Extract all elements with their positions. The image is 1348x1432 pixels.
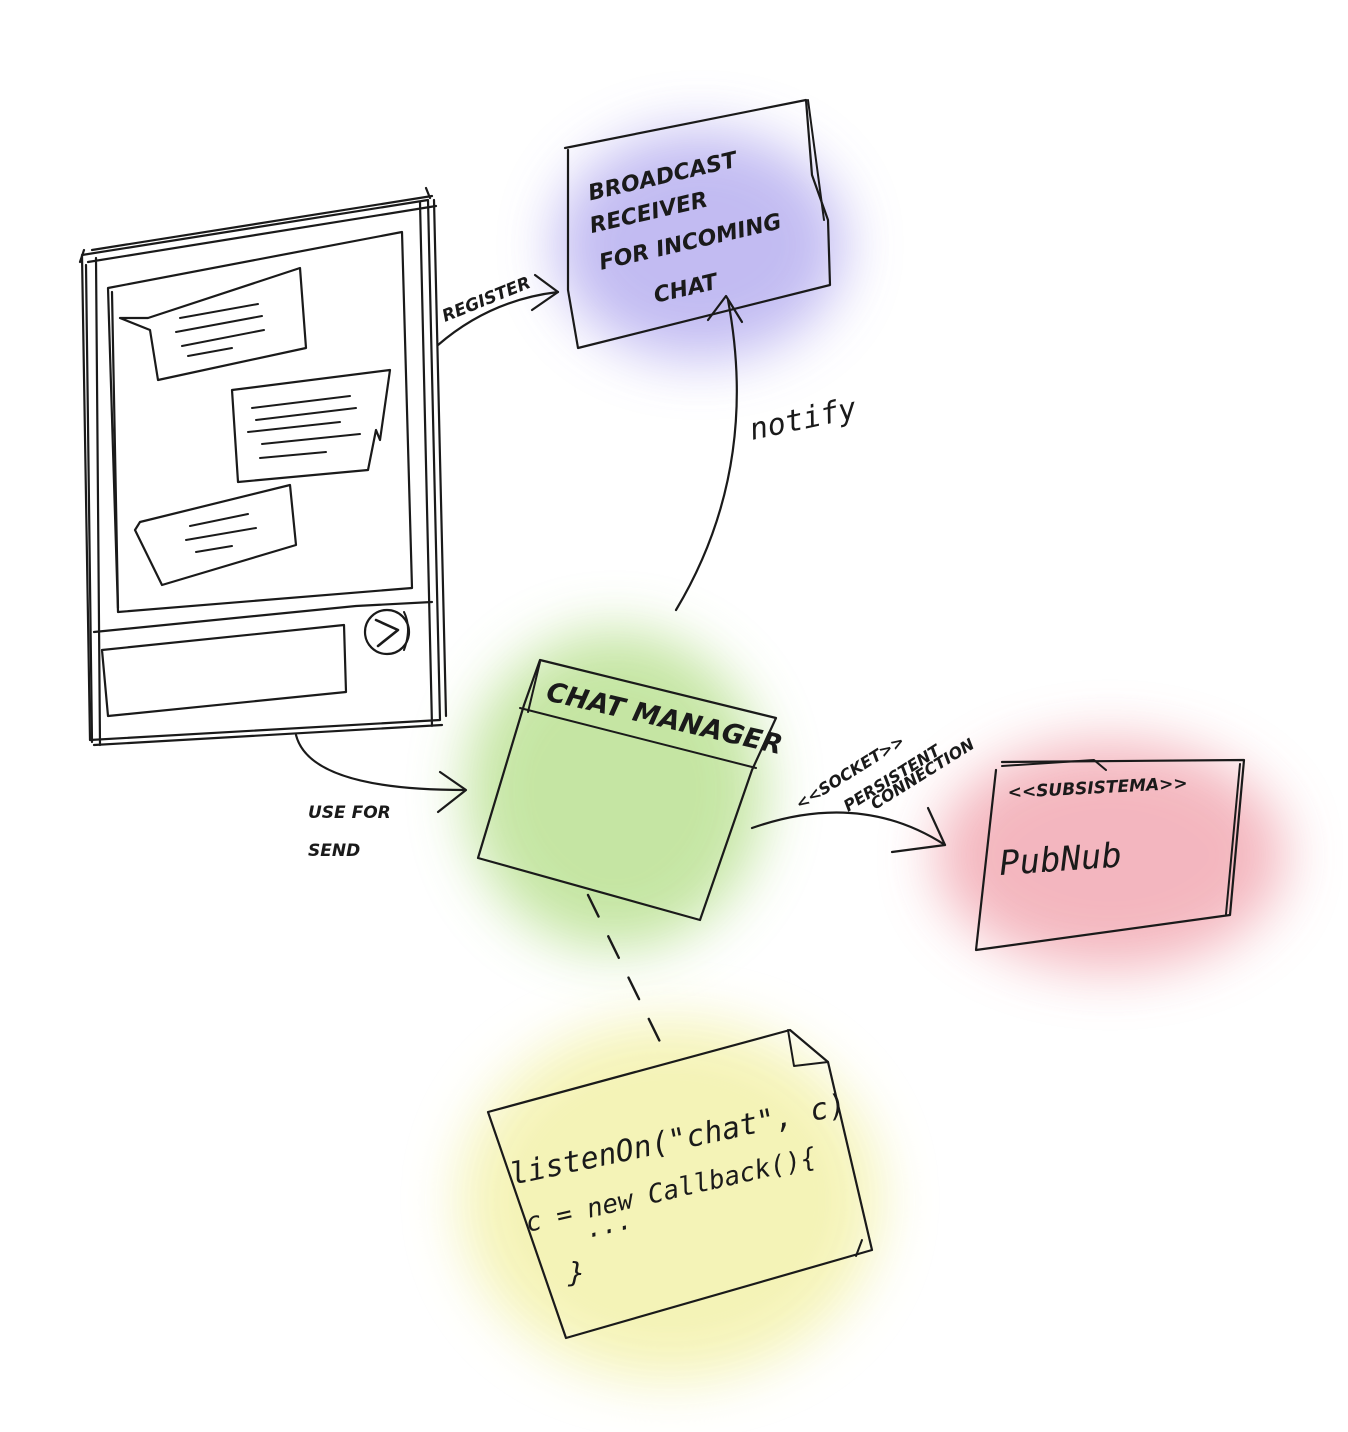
- note-wash: [460, 1020, 880, 1380]
- message-bubble: [133, 483, 298, 587]
- pubnub-wash: [935, 740, 1285, 970]
- message-bubble: [230, 368, 392, 484]
- use-for-send-line-1: USE FOR: [308, 803, 391, 823]
- pubnub-name: PubNub: [998, 836, 1123, 884]
- message-bubble: [118, 266, 308, 382]
- register-arrow: REGISTER: [436, 273, 560, 347]
- color-washes: [460, 130, 1285, 1380]
- phone-mockup: [78, 186, 448, 747]
- pubnub-box: <<SUBSISTEMA>> PubNub: [974, 758, 1246, 952]
- use-for-send-line-2: SEND: [308, 841, 360, 861]
- broadcast-wash: [555, 130, 845, 360]
- chat-area: [106, 230, 414, 614]
- notify-label: notify: [746, 391, 859, 448]
- message-input: [100, 623, 348, 718]
- note-line-4: }: [567, 1256, 585, 1289]
- manager-wash: [465, 630, 765, 950]
- dependency-dashed-line: [586, 893, 666, 1052]
- play-icon: [363, 608, 411, 656]
- use-for-send-arrow: USE FOR SEND: [294, 733, 468, 861]
